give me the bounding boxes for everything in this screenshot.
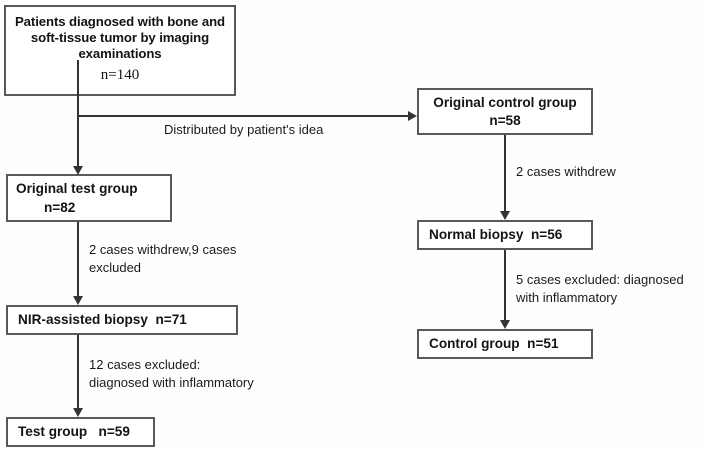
edge-label-control-withdrew: 2 cases withdrew <box>516 164 616 179</box>
node-original-test-count: n=82 <box>44 199 76 215</box>
edge-test-to-nir-arrowhead <box>73 296 83 305</box>
node-original-control-label: Original control group <box>433 95 577 110</box>
edge-normal-biopsy-to-control-line <box>504 250 506 320</box>
edge-root-to-original-test-arrowhead <box>73 166 83 175</box>
edge-label-test-excluded-inflammatory: 12 cases excluded: diagnosed with inflam… <box>89 357 254 391</box>
node-root-cohort: Patients diagnosed with bone and soft-ti… <box>4 5 236 96</box>
node-normal-biopsy-label: Normal biopsy n=56 <box>429 227 563 242</box>
edge-control-to-normal-biopsy-arrowhead <box>500 211 510 220</box>
node-nir-assisted-biopsy: NIR-assisted biopsy n=71 <box>6 305 238 335</box>
node-root-line1: Patients diagnosed with bone and <box>14 14 225 29</box>
edge-label-control-excluded-inflammatory: 5 cases excluded: diagnosed with inflamm… <box>516 272 684 306</box>
node-nir-assisted-biopsy-label: NIR-assisted biopsy n=71 <box>18 312 187 327</box>
edge-label-test-withdrew-excluded: 2 cases withdrew,9 cases excluded <box>89 242 237 276</box>
node-normal-biopsy: Normal biopsy n=56 <box>417 220 593 250</box>
edge-nir-to-test-group-arrowhead <box>73 408 83 417</box>
edge-label-distribution: Distributed by patient's idea <box>164 122 324 137</box>
node-control-group: Control group n=51 <box>417 329 593 359</box>
node-root-count: n=140 <box>100 67 140 84</box>
node-original-test-group: Original test group n=82 <box>6 174 172 222</box>
node-test-group-label: Test group n=59 <box>18 424 130 439</box>
edge-test-to-nir-line <box>77 222 79 296</box>
edge-nir-to-test-group-line <box>77 335 79 408</box>
edge-normal-biopsy-to-control-arrowhead <box>500 320 510 329</box>
node-original-control-count: n=58 <box>489 112 521 128</box>
edge-control-to-normal-biopsy-line <box>504 135 506 211</box>
node-test-group: Test group n=59 <box>6 417 155 447</box>
node-root-line2: soft-tissue tumor by imaging <box>30 30 210 46</box>
node-root-line3: examinations <box>78 46 162 62</box>
edge-root-to-original-control-arrowhead <box>408 111 417 121</box>
node-original-test-label: Original test group <box>16 181 138 196</box>
edge-root-to-original-control-line <box>77 115 409 117</box>
node-original-control-group: Original control group n=58 <box>417 88 593 135</box>
node-control-group-label: Control group n=51 <box>429 336 559 351</box>
